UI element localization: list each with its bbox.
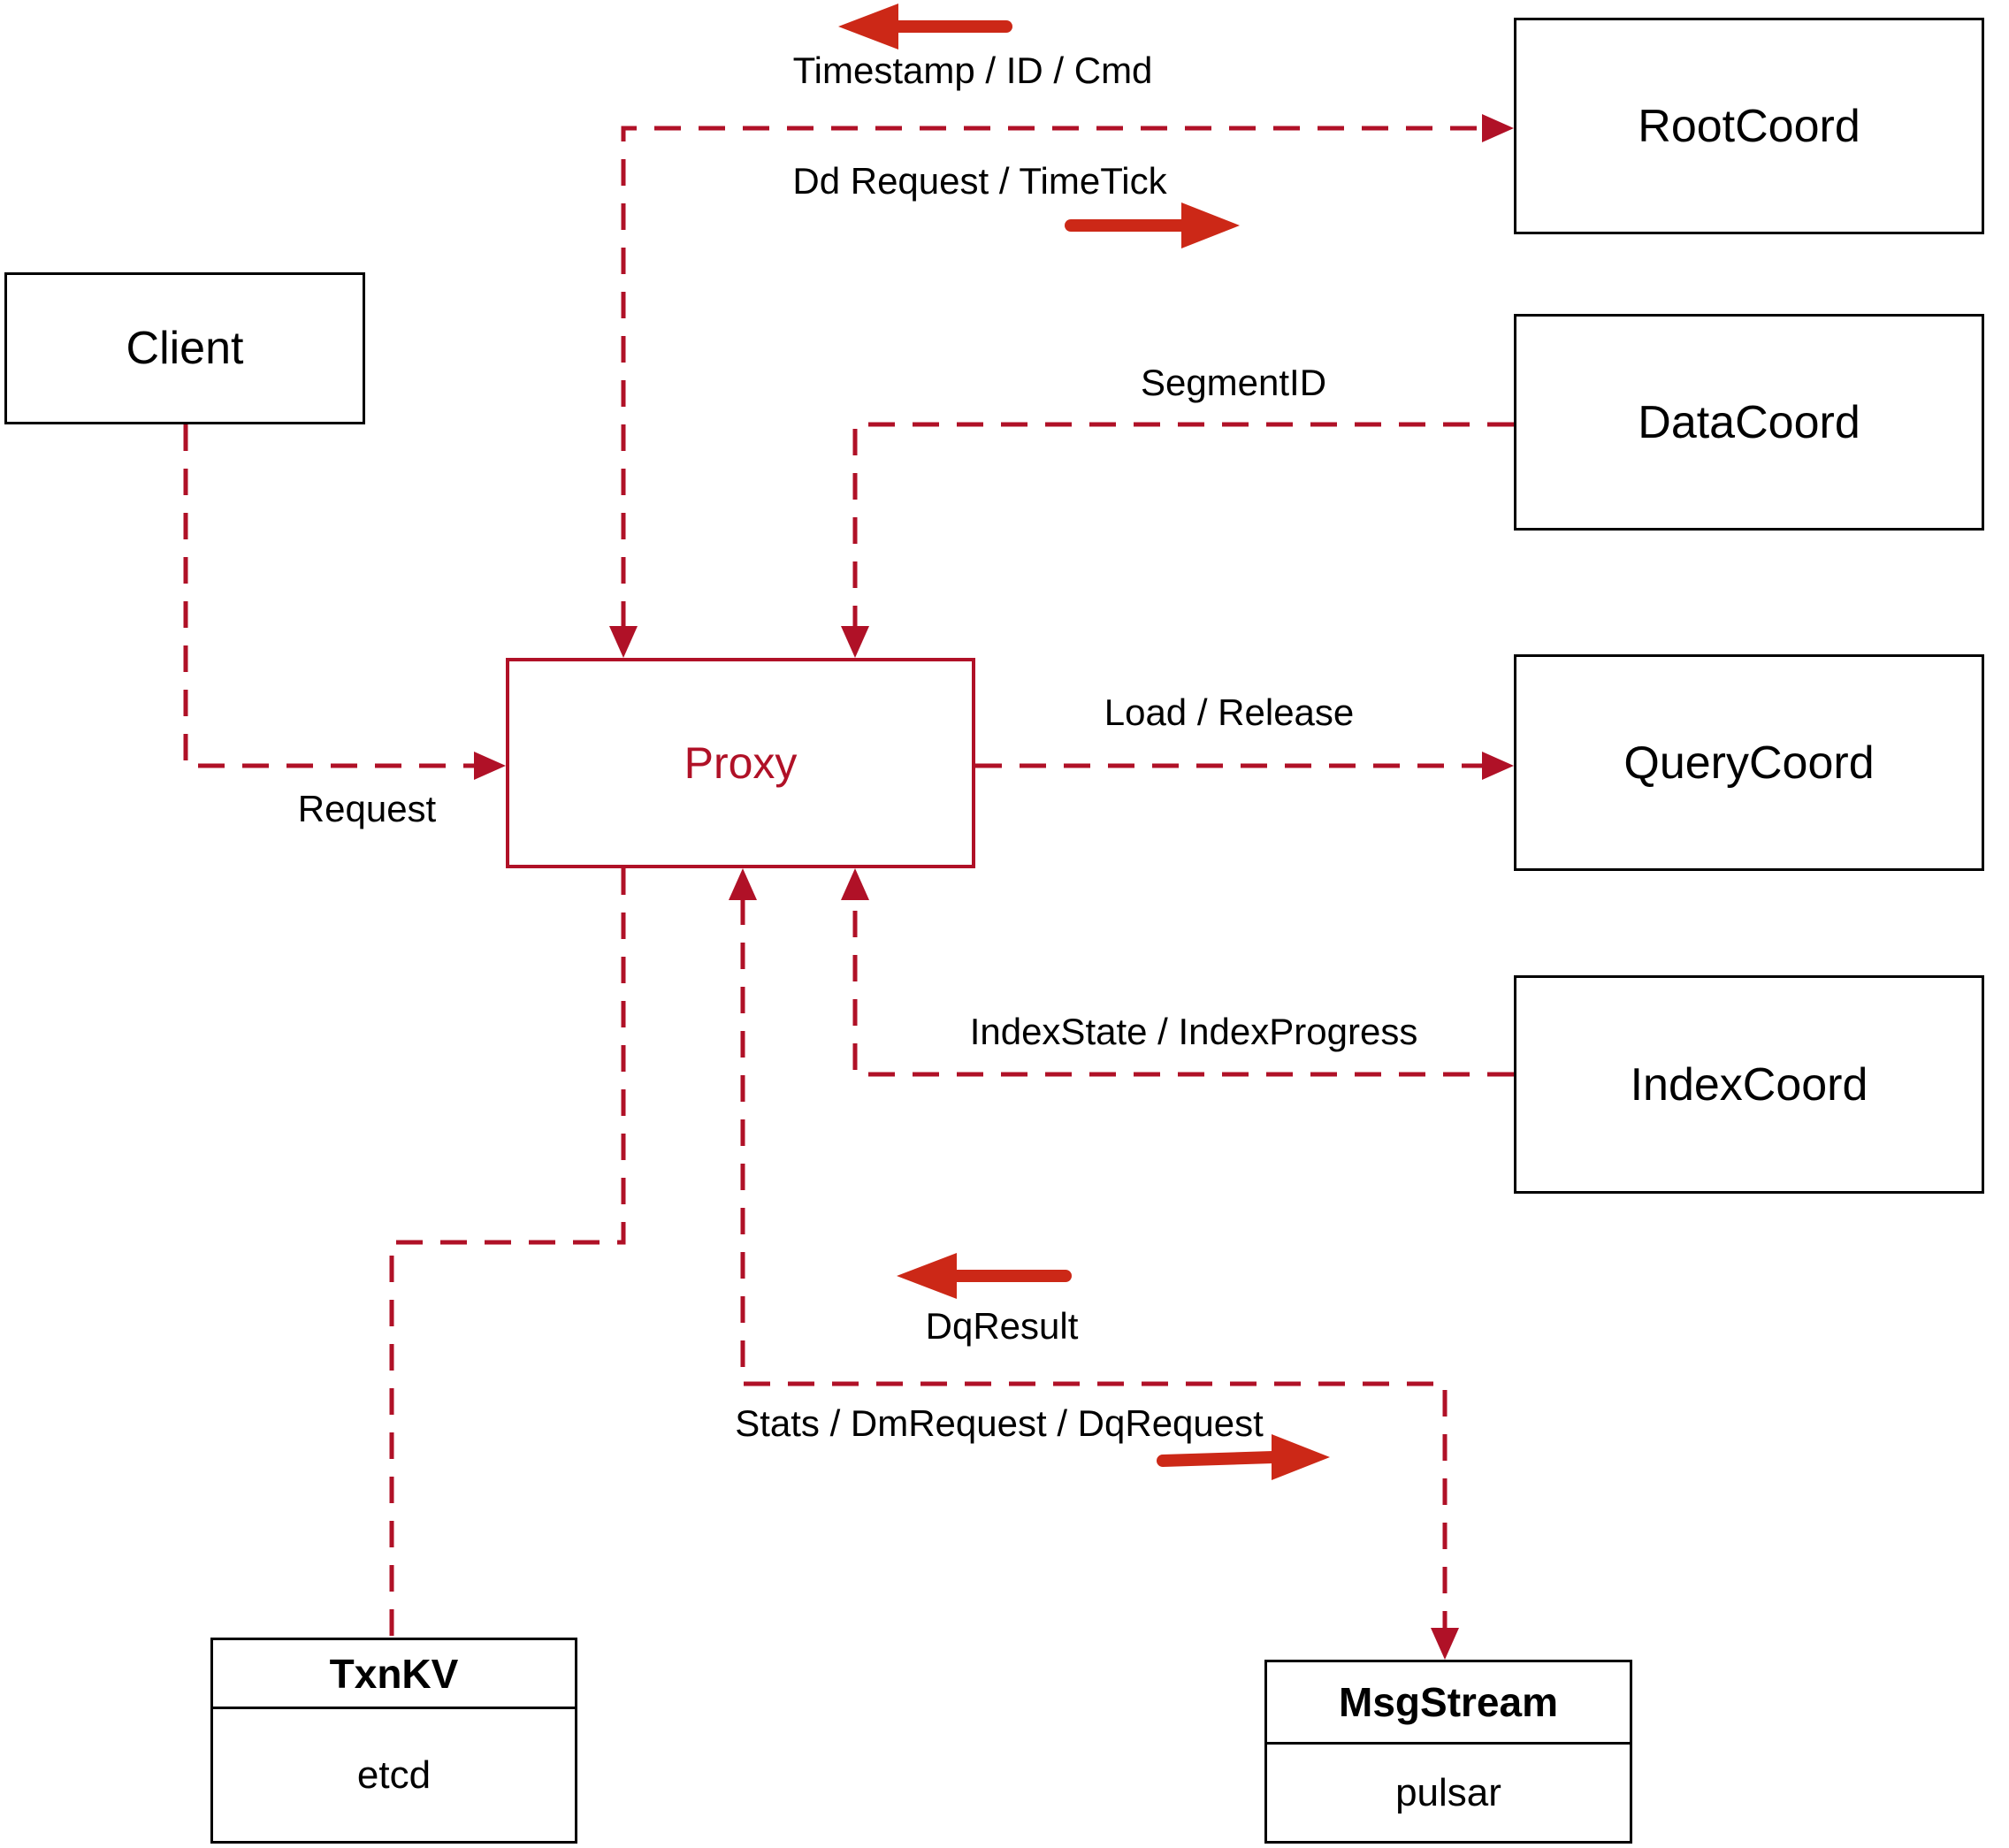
edge-datacoord-proxy-line [852, 422, 1514, 628]
arrowhead-into-querycoord [1482, 752, 1514, 780]
arrowhead-into-proxy-top-right [841, 626, 869, 658]
node-proxy: Proxy [506, 658, 975, 868]
edge-label-dd-request-timetick: Dd Request / TimeTick [792, 160, 1167, 202]
edge-indexcoord-proxy-line [852, 898, 1514, 1077]
edge-label-load-release: Load / Release [1104, 691, 1355, 733]
node-txnkv-title: TxnKV [213, 1640, 575, 1709]
node-datacoord-label: DataCoord [1638, 396, 1860, 448]
edge-client-proxy-line [183, 424, 476, 768]
arrowhead-into-msgstream [1431, 1628, 1459, 1660]
edge-proxy-txnkv-line [389, 868, 626, 1638]
direction-arrow-left-timestamp-icon [838, 4, 1012, 50]
node-msgstream-body: pulsar [1395, 1770, 1501, 1814]
arrowhead-into-proxy-bottom-left [729, 868, 757, 900]
node-msgstream: MsgStream pulsar [1264, 1660, 1632, 1844]
arrowhead-into-rootcoord [1482, 114, 1514, 142]
node-proxy-label: Proxy [684, 738, 798, 788]
direction-arrow-right-ddrequest-icon [1065, 202, 1240, 248]
edge-label-stats-dm-dq-request: Stats / DmRequest / DqRequest [735, 1402, 1264, 1444]
edge-label-segment-id: SegmentID [1140, 362, 1327, 403]
edge-proxy-msgstream-line [740, 898, 1448, 1630]
edge-label-index-state-progress: IndexState / IndexProgress [969, 1011, 1418, 1052]
direction-arrow-left-dqresult-icon [897, 1253, 1072, 1299]
node-querycoord-label: QueryCoord [1623, 737, 1875, 789]
arrowhead-into-proxy-left [474, 752, 506, 780]
arrowhead-into-proxy-bottom-right [841, 868, 869, 900]
node-indexcoord: IndexCoord [1514, 975, 1984, 1194]
node-querycoord: QueryCoord [1514, 654, 1984, 871]
direction-arrow-right-stats-icon [1157, 1434, 1330, 1480]
node-client: Client [4, 272, 365, 424]
node-rootcoord-label: RootCoord [1638, 100, 1860, 152]
node-rootcoord: RootCoord [1514, 18, 1984, 234]
edge-label-request: Request [297, 788, 437, 829]
node-indexcoord-label: IndexCoord [1630, 1058, 1868, 1111]
node-datacoord: DataCoord [1514, 314, 1984, 531]
node-txnkv-body: etcd [356, 1753, 432, 1797]
node-msgstream-title: MsgStream [1267, 1662, 1630, 1745]
edge-label-dq-result: DqResult [925, 1305, 1079, 1347]
node-client-label: Client [126, 323, 244, 374]
edge-proxy-rootcoord-line [621, 126, 1484, 628]
arrowhead-into-proxy-top-left [609, 626, 638, 658]
node-txnkv: TxnKV etcd [210, 1638, 577, 1844]
edge-label-timestamp-id-cmd: Timestamp / ID / Cmd [792, 50, 1153, 91]
